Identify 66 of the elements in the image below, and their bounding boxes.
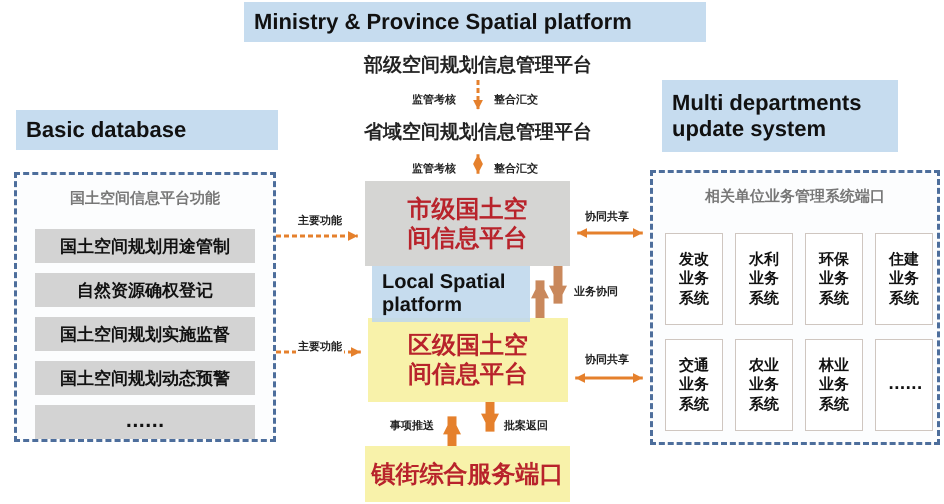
arrow [577,228,643,238]
function-bar [35,317,255,351]
function-bar [35,273,255,307]
box-label: Ministry & Province Spatial platform [254,8,632,36]
box-label: 水利业务系统 [748,250,780,308]
box-label: 国土空间规划实施监督 [60,324,230,346]
box-label: 国土空间规划动态预警 [60,368,230,390]
arrow [473,80,483,110]
box-label: Local Spatial platform [382,271,506,317]
group-title: 相关单位业务管理系统端口 [705,187,885,206]
system-box [735,233,793,325]
box-label: 自然资源确权登记 [77,280,213,302]
block-arrow [481,402,499,432]
heading-band [16,110,278,150]
flow-label: 整合汇交 [492,92,540,107]
platform-box [365,181,570,266]
box-label: 交通业务系统 [678,356,710,414]
edge-label: 主要功能 [296,213,344,228]
heading-band [244,2,706,42]
edge-label: 协同共享 [583,209,631,224]
box-label: ...... [126,412,164,432]
box-label: Basic database [26,116,186,144]
dashed-group-panel [14,172,276,442]
box-label: 住建业务系统 [888,250,920,308]
edge-label: 事项推送 [388,418,436,433]
system-box [665,233,723,325]
box-label: Multi departments update system [672,90,862,142]
block-arrow [531,280,549,318]
function-bar [35,361,255,395]
heading-band [372,266,530,322]
flow-label: 监管考核 [410,92,458,107]
platform-title: 省域空间规划信息管理平台 [364,120,592,145]
service-box [365,446,570,502]
edge-label: 批案返回 [502,418,550,433]
system-box [875,339,933,431]
system-box [805,233,863,325]
box-label: 发改业务系统 [678,250,710,308]
dashed-group-panel [650,170,940,445]
flow-label: 整合汇交 [492,161,540,176]
arrow [473,154,483,174]
box-label: 农业业务系统 [748,356,780,414]
box-label: 镇街综合服务端口 [372,460,564,488]
function-bar [35,229,255,263]
group-title: 国土空间信息平台功能 [70,189,220,208]
arrow [575,373,643,383]
edge-label: 主要功能 [296,339,344,354]
block-arrow [549,266,567,304]
box-label: 区级国土空间信息平台 [406,331,529,389]
edge-label: 协同共享 [583,352,631,367]
arrow [276,231,358,241]
box-label: 环保业务系统 [818,250,850,308]
function-bar [35,405,255,439]
system-box [665,339,723,431]
block-arrow [443,416,461,446]
flow-label: 监管考核 [410,161,458,176]
system-box [805,339,863,431]
box-label: 林业业务系统 [818,356,850,414]
platform-box [368,318,568,402]
box-label: ...... [888,375,920,395]
platform-title: 部级空间规划信息管理平台 [364,53,592,78]
box-label: 国土空间规划用途管制 [60,236,230,258]
system-box [875,233,933,325]
system-box [735,339,793,431]
box-label: 市级国土空间信息平台 [406,194,528,252]
heading-band [662,80,898,152]
edge-label: 业务协同 [572,284,620,299]
